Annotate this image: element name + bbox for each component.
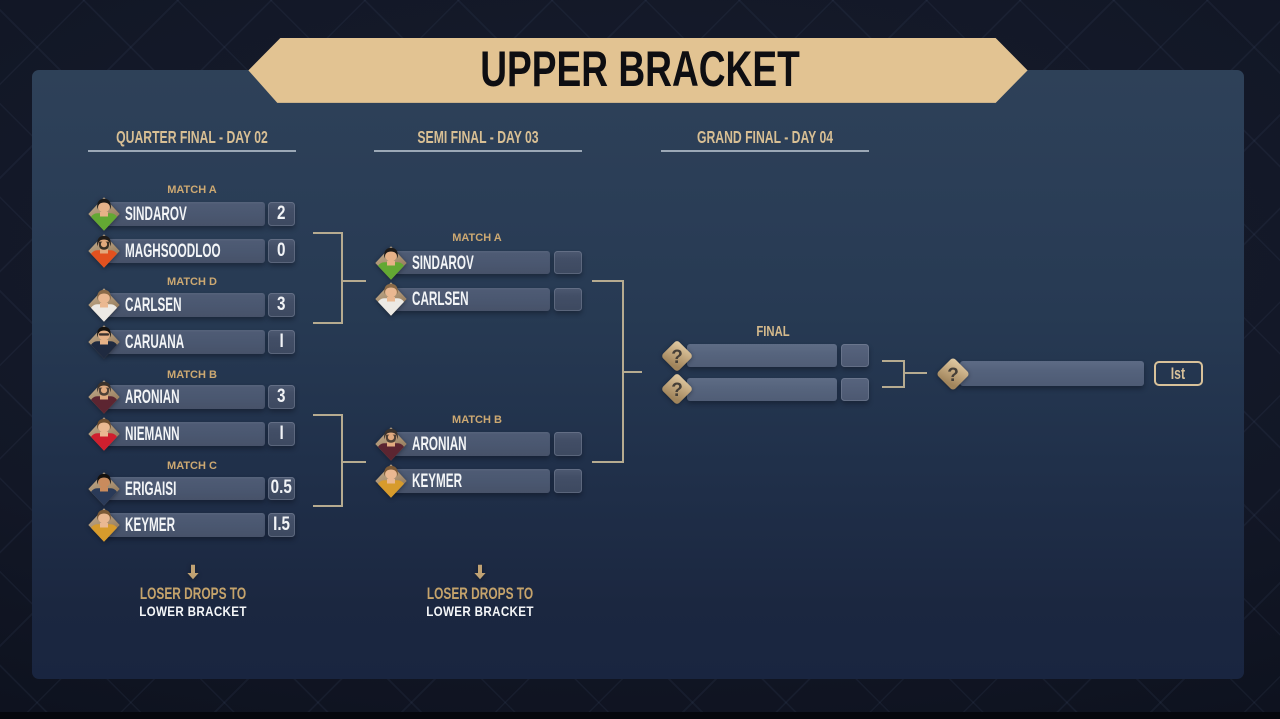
svg-text:?: ? — [671, 346, 683, 367]
svg-text:?: ? — [671, 380, 683, 401]
svg-text:?: ? — [947, 364, 959, 385]
